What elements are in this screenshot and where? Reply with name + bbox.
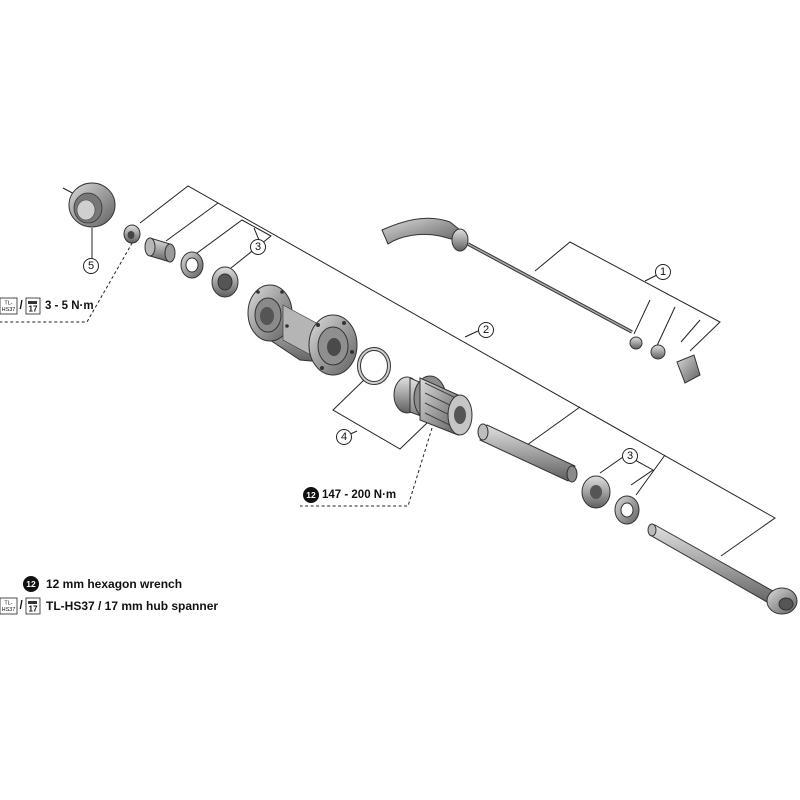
svg-text:4: 4 [341, 431, 347, 443]
svg-text:3: 3 [255, 241, 261, 253]
bearing-part-top [211, 266, 239, 298]
end-cap-part [68, 182, 116, 228]
lock-nut-part [123, 224, 141, 244]
legend-hub-spanner: TL- HS37 / 17 TL-HS37 / 17 mm hub spanne… [0, 597, 218, 615]
svg-text:TL-: TL- [4, 301, 12, 307]
callout-1: 1 [655, 264, 671, 280]
svg-text:HS37: HS37 [2, 607, 16, 613]
callout-5: 5 [83, 228, 99, 274]
callout-2: 2 [478, 322, 494, 338]
svg-text:3: 3 [627, 450, 633, 462]
hex-wrench-legend-icon: 12 [23, 576, 39, 592]
svg-text:17: 17 [29, 605, 38, 614]
spacer-part [144, 237, 176, 263]
quick-release-skewer-part [381, 217, 701, 384]
callout-3-bottom: 3 [622, 448, 638, 464]
svg-text:12: 12 [306, 490, 316, 500]
axle-part [647, 523, 798, 615]
svg-text:12: 12 [26, 579, 36, 589]
svg-text:3 - 5 N·m: 3 - 5 N·m [45, 300, 94, 312]
o-ring-part [357, 347, 391, 385]
seal-ring-part [180, 251, 204, 279]
svg-text:TL-HS37 / 17 mm hub spanner: TL-HS37 / 17 mm hub spanner [46, 599, 218, 613]
axle-tube-part [477, 423, 578, 483]
freehub-body-part [393, 375, 473, 436]
torque-spec-freehub: 12 147 - 200 N·m [303, 487, 396, 503]
callout-3-top: 3 [250, 239, 266, 255]
svg-text:5: 5 [88, 260, 94, 272]
svg-text:/: / [20, 300, 24, 312]
hub-body-part [247, 284, 358, 376]
bearing-part-bottom [581, 475, 611, 509]
svg-text:/: / [20, 600, 24, 612]
svg-text:147 - 200 N·m: 147 - 200 N·m [322, 489, 396, 501]
svg-text:2: 2 [483, 324, 489, 336]
svg-text:TL-: TL- [4, 601, 12, 607]
svg-text:1: 1 [660, 266, 666, 278]
svg-text:HS37: HS37 [2, 307, 16, 313]
seal-ring-part-bottom [614, 495, 640, 525]
hub-spanner-17-icon: 17 [25, 297, 41, 315]
spanner-17-legend-icon: 17 [25, 597, 41, 615]
svg-text:17: 17 [29, 305, 38, 314]
svg-text:12 mm hexagon wrench: 12 mm hexagon wrench [46, 577, 182, 591]
tl-hs37-tool-icon: TL- HS37 [0, 297, 18, 315]
hex-wrench-12-icon: 12 [303, 487, 319, 503]
legend-hex-wrench: 12 12 mm hexagon wrench [23, 576, 182, 592]
callout-4: 4 [336, 429, 352, 445]
torque-spec-small-nut: TL- HS37 / 17 3 - 5 N·m [0, 297, 94, 315]
tl-hs37-legend-icon: TL- HS37 [0, 597, 18, 615]
